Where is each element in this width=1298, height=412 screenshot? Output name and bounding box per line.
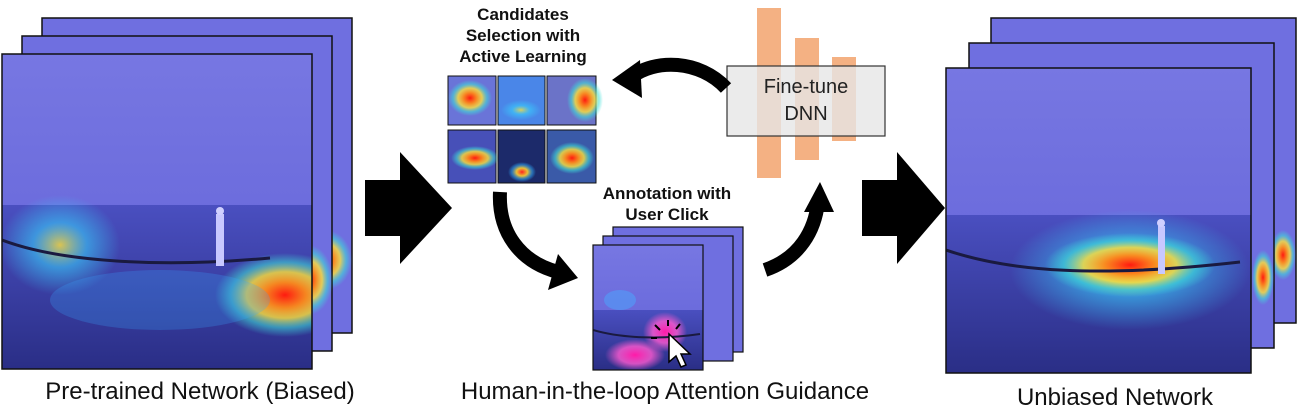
annotation-title-line-2: User Click (625, 205, 709, 224)
big-right-arrow-1 (365, 152, 452, 264)
stage3-caption: Unbiased Network (1016, 384, 1214, 411)
annotation-title: Annotation with User Click (582, 183, 752, 225)
unbiased-heatmap-stack (945, 17, 1297, 374)
cycle-arrows (492, 57, 834, 290)
stage1-caption: Pre-trained Network (Biased) (45, 378, 355, 405)
big-right-arrow-2 (862, 152, 945, 264)
candidates-title-line-2: Selection with (465, 26, 581, 45)
stack-front-frame (1, 53, 313, 370)
biased-heatmap-stack (1, 17, 353, 370)
fisherman-figure (216, 214, 224, 266)
arrow-to-annotation (492, 191, 561, 279)
annotation-title-line-1: Annotation with (602, 184, 732, 203)
finetune-dnn-block (726, 8, 886, 178)
stage2-caption: Human-in-the-loop Attention Guidance (460, 378, 870, 405)
unbiased-front-image (946, 68, 1251, 373)
candidates-title-line-1: Candidates (477, 5, 569, 24)
finetune-label-line-1: Fine-tune (763, 76, 849, 98)
finetune-box (726, 65, 886, 137)
finetune-label-line-2: DNN (784, 103, 828, 125)
candidates-title-line-3: Active Learning (459, 47, 587, 66)
arrow-to-candidates (625, 57, 732, 94)
arrow-to-finetune (762, 201, 825, 277)
biased-front-image (2, 54, 312, 369)
annotation-stack (592, 226, 744, 371)
anno-front-frame (592, 244, 704, 371)
candidates-title: Candidates Selection with Active Learnin… (438, 4, 608, 67)
finetune-label: Fine-tune DNN (727, 74, 885, 128)
cursor-icon (651, 320, 692, 368)
ub-front-frame (945, 67, 1252, 374)
candidates-grid (447, 75, 603, 184)
ub-fisherman-figure (1158, 226, 1165, 274)
